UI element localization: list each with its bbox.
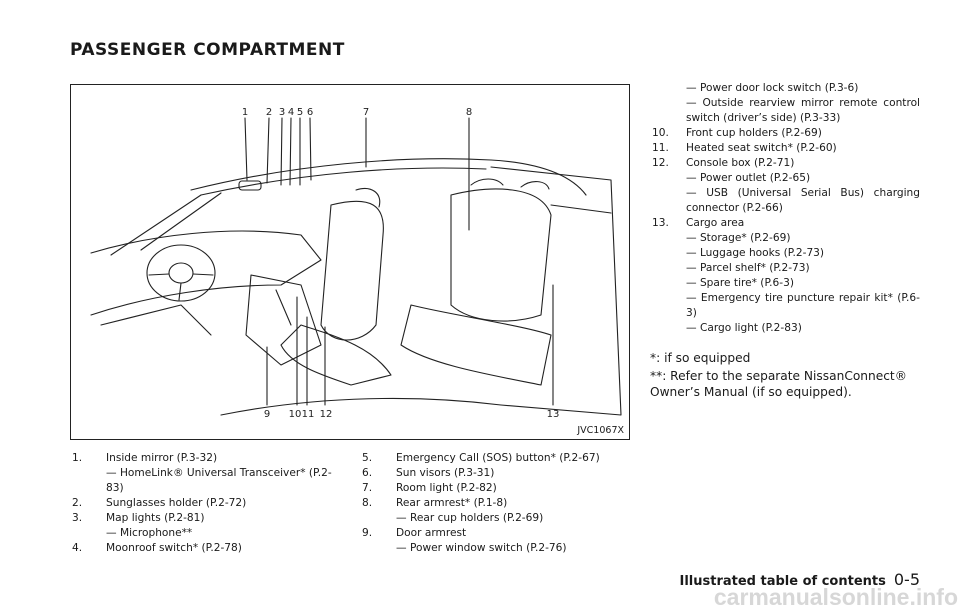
figure-code: JVC1067X	[577, 425, 624, 436]
legend-item: 12. Console box (P.2-71)	[652, 156, 920, 171]
legend-item-number: 12.	[652, 157, 669, 169]
legend-item: 3. Map lights (P.2-81)	[72, 511, 334, 526]
legend-item-text: Moonroof switch* (P.2-78)	[106, 542, 242, 554]
legend-item: 1. Inside mirror (P.3-32)	[72, 451, 334, 466]
legend-subitem: — Cargo light (P.2-83)	[686, 322, 802, 334]
page-title: PASSENGER COMPARTMENT	[70, 40, 345, 60]
footnotes: *: if so equipped **: Refer to the separ…	[650, 350, 922, 402]
callout-13: 13	[547, 409, 560, 420]
legend-item-text: Heated seat switch* (P.2-60)	[686, 142, 837, 154]
section-name: Illustrated table of contents	[679, 574, 886, 589]
legend-subitem: — Outside rearview mirror remote control…	[686, 97, 920, 124]
legend-item: 4. Moonroof switch* (P.2-78)	[72, 541, 334, 556]
legend-subitem: — Emergency tire puncture repair kit* (P…	[686, 292, 920, 319]
legend-subitem: — Power outlet (P.2-65)	[686, 172, 811, 184]
footnote-nissanconnect: **: Refer to the separate NissanConnect®…	[650, 369, 907, 399]
legend-item-number: 2.	[72, 497, 83, 509]
callout-11: 11	[302, 409, 315, 420]
callout-6: 6	[307, 107, 313, 118]
legend-subitem: — Power window switch (P.2-76)	[396, 542, 567, 554]
callout-4: 4	[288, 107, 294, 118]
legend-item-text: Console box (P.2-71)	[686, 157, 795, 169]
legend-item-number: 7.	[362, 482, 373, 494]
callout-3: 3	[279, 107, 285, 118]
page-footer: Illustrated table of contents 0-5	[680, 570, 920, 589]
legend-item: 10. Front cup holders (P.2-69)	[652, 126, 920, 141]
legend-item: 13. Cargo area	[652, 216, 920, 231]
legend-item-text: Inside mirror (P.3-32)	[106, 452, 218, 464]
legend-subitem: — Microphone**	[106, 527, 193, 539]
legend-column-3: — Power door lock switch (P.3-6) — Outsid…	[652, 81, 920, 336]
legend-item-text: Sun visors (P.3-31)	[396, 467, 495, 479]
watermark: carmanualsonline.info	[713, 584, 958, 610]
callout-10: 10	[289, 409, 302, 420]
legend-item-number: 10.	[652, 127, 669, 139]
legend-column-1: 1. Inside mirror (P.3-32) — HomeLink® Univ…	[72, 451, 334, 556]
legend-item: 5. Emergency Call (SOS) button* (P.2-67)	[362, 451, 624, 466]
legend-subitem: — USB (Universal Serial Bus) charging co…	[686, 187, 920, 214]
legend-item-text: Rear armrest* (P.1-8)	[396, 497, 508, 509]
legend-item-number: 9.	[362, 527, 373, 539]
legend-subitem: — Luggage hooks (P.2-73)	[686, 247, 825, 259]
interior-line-drawing: 1 2 3 4 5 6 7 8 9 10 11 12 13	[90, 107, 622, 420]
legend-item: 8. Rear armrest* (P.1-8)	[362, 496, 624, 511]
legend-item-number: 1.	[72, 452, 83, 464]
legend-item-number: 13.	[652, 217, 669, 229]
legend-item-text: Room light (P.2-82)	[396, 482, 497, 494]
legend-item-text: Door armrest	[396, 527, 467, 539]
legend-subitem: — Power door lock switch (P.3-6)	[686, 82, 859, 94]
callout-2: 2	[266, 107, 272, 118]
legend-item-text: Map lights (P.2-81)	[106, 512, 205, 524]
legend-item-text: Front cup holders (P.2-69)	[686, 127, 822, 139]
legend-item-text: Cargo area	[686, 217, 745, 229]
legend-item-number: 6.	[362, 467, 373, 479]
legend-subitem: — Spare tire* (P.6-3)	[686, 277, 794, 289]
callout-1: 1	[242, 107, 248, 118]
legend-item: 9. Door armrest	[362, 526, 624, 541]
legend-subitem: — Rear cup holders (P.2-69)	[396, 512, 544, 524]
callout-5: 5	[297, 107, 303, 118]
legend-item-number: 11.	[652, 142, 669, 154]
legend-item-text: Sunglasses holder (P.2-72)	[106, 497, 247, 509]
passenger-compartment-illustration: 1 2 3 4 5 6 7 8 9 10 11 12 13 JVC1067X	[70, 84, 630, 440]
callout-7: 7	[363, 107, 369, 118]
legend-item-number: 4.	[72, 542, 83, 554]
legend-item-text: Emergency Call (SOS) button* (P.2-67)	[396, 452, 600, 464]
legend-item: 2. Sunglasses holder (P.2-72)	[72, 496, 334, 511]
callout-12: 12	[320, 409, 333, 420]
legend-subitem: — HomeLink® Universal Transceiver* (P.2-…	[106, 467, 332, 494]
legend-item-number: 3.	[72, 512, 83, 524]
legend-subitem: — Storage* (P.2-69)	[686, 232, 791, 244]
legend-item: 6. Sun visors (P.3-31)	[362, 466, 624, 481]
legend-item-number: 5.	[362, 452, 373, 464]
callout-9: 9	[264, 409, 270, 420]
legend-item: 11. Heated seat switch* (P.2-60)	[652, 141, 920, 156]
page-number: 0-5	[893, 570, 920, 589]
legend-item: 7. Room light (P.2-82)	[362, 481, 624, 496]
legend-item-number: 8.	[362, 497, 373, 509]
legend-subitem: — Parcel shelf* (P.2-73)	[686, 262, 810, 274]
footnote-equipped: *: if so equipped	[650, 351, 751, 365]
callout-8: 8	[466, 107, 472, 118]
legend-column-2: 5. Emergency Call (SOS) button* (P.2-67) 6…	[362, 451, 624, 556]
